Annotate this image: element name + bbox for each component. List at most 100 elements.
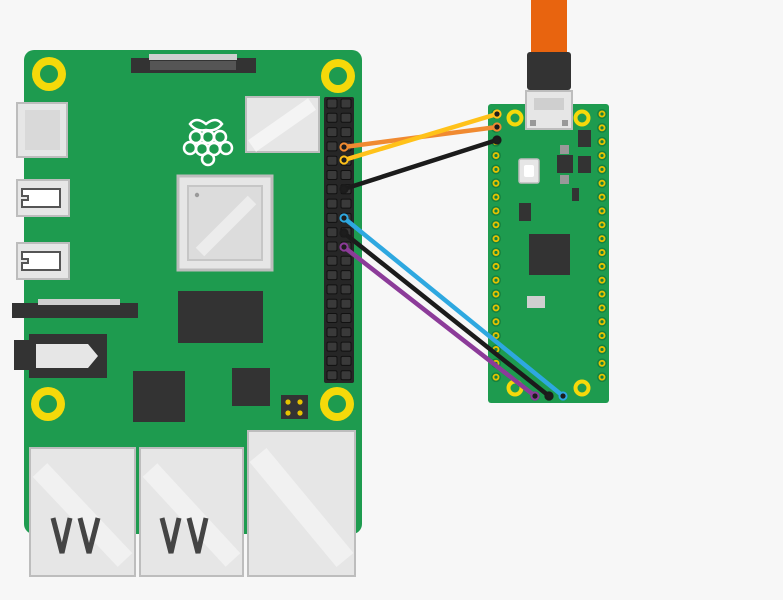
gpio-pin — [340, 284, 352, 295]
gpio-pin — [326, 284, 338, 295]
pico-chip — [578, 130, 591, 147]
gpio-pin — [326, 370, 338, 381]
pico-pin-hole — [494, 209, 498, 213]
gpio-pin — [326, 241, 338, 252]
pico-led — [560, 175, 569, 184]
gpio-pin — [326, 355, 338, 366]
audio-jack — [14, 334, 107, 378]
pico-pin-hole — [494, 167, 498, 171]
gpio-pin — [326, 141, 338, 152]
micro-hdmi-port-1 — [16, 242, 70, 280]
pico-pin-hole — [600, 112, 604, 116]
pi4-mount-holes — [31, 57, 355, 421]
gpio-pin — [340, 355, 352, 366]
wire-end-black-1 — [492, 135, 502, 145]
pico-pin-hole — [494, 278, 498, 282]
wire-end-black-1 — [339, 184, 349, 194]
ethernet-port — [247, 430, 356, 577]
gpio-pin — [340, 127, 352, 138]
gpio-pin — [340, 112, 352, 123]
pico-pin-hole — [494, 264, 498, 268]
pico-chip — [519, 203, 531, 221]
pico-pin-hole — [600, 140, 604, 144]
pico-pin-hole — [600, 292, 604, 296]
gpio-pin — [340, 327, 352, 338]
wire-black-1 — [341, 137, 500, 192]
pico-pin-hole — [494, 250, 498, 255]
pico-pin-hole — [600, 237, 604, 241]
power-connector — [16, 102, 68, 158]
pico-pin-hole — [494, 334, 498, 338]
pico-micro-usb — [525, 90, 573, 130]
gpio-pin — [326, 198, 338, 209]
wire-end-black-2 — [544, 391, 554, 401]
usb-port-1 — [139, 447, 244, 577]
gpio-pin — [326, 170, 338, 180]
pico-pin-hole — [600, 320, 604, 324]
wire-end-black-2 — [339, 228, 349, 238]
raspberry-pi-4-board — [12, 50, 362, 577]
gpio-pin — [340, 370, 352, 381]
gpio-pin — [326, 227, 338, 238]
wire-blue — [341, 215, 566, 399]
soc-chip — [176, 174, 274, 272]
gpio-pin — [326, 127, 338, 138]
wire-end-purple — [530, 391, 540, 401]
small-chip — [232, 368, 270, 406]
gpio-pin — [340, 298, 352, 309]
wire-black-2 — [341, 230, 552, 399]
pico-pin-hole — [494, 347, 498, 352]
pico-pin-hole — [494, 223, 498, 227]
raspberry-logo — [182, 118, 234, 167]
gpio-pin — [326, 112, 338, 123]
flash-chip — [527, 296, 545, 308]
pico-pin-hole — [494, 181, 498, 185]
gpio-pin — [326, 327, 338, 338]
gpio-pin — [326, 341, 338, 352]
gpio-pin — [326, 212, 338, 223]
gpio-pin — [340, 270, 352, 281]
pico-pin-hole — [600, 181, 604, 185]
display-connector — [131, 54, 256, 73]
gpio-pin — [326, 184, 338, 195]
wire-end-yellow — [339, 155, 349, 165]
gpio-pin — [340, 313, 352, 323]
gpio-pin — [340, 341, 352, 352]
pico-pin-hole — [600, 209, 604, 213]
gpio-pin — [326, 155, 338, 166]
usb-port-0 — [29, 447, 136, 577]
poe-header — [281, 395, 308, 419]
gpio-pin — [326, 98, 338, 109]
wire-end-orange — [492, 122, 502, 132]
pico-pin-hole — [600, 361, 604, 365]
wire-yellow — [341, 111, 500, 163]
pico-pin-hole — [600, 334, 604, 338]
pico-pin-hole — [494, 375, 498, 379]
pico-pin-hole — [600, 250, 604, 255]
pico-pin-hole — [600, 347, 604, 352]
pico-pin-hole — [494, 237, 498, 241]
pico-pin-hole — [494, 195, 498, 199]
gpio-pin — [326, 255, 338, 266]
connecting-wires — [339, 109, 568, 401]
gpio-pin — [340, 198, 352, 209]
wire-purple — [341, 244, 538, 399]
pico-pin-hole — [600, 167, 604, 171]
pico-pin-hole — [494, 320, 498, 324]
pico-pin-hole — [600, 153, 604, 158]
wireless-module — [245, 96, 320, 153]
wire-end-blue — [339, 213, 349, 223]
camera-connector — [12, 299, 138, 318]
rp2040-chip — [529, 234, 570, 275]
gpio-pin — [326, 298, 338, 309]
pico-led — [560, 145, 569, 154]
pico-pin-hole — [600, 195, 604, 199]
pico-pin-hole — [494, 292, 498, 296]
ram-chip — [178, 291, 263, 343]
pico-pin-hole — [494, 306, 498, 310]
wire-end-yellow — [492, 109, 502, 119]
pico-pin-hole — [600, 264, 604, 268]
gpio-pin — [326, 313, 338, 323]
wire-end-orange — [339, 142, 349, 152]
